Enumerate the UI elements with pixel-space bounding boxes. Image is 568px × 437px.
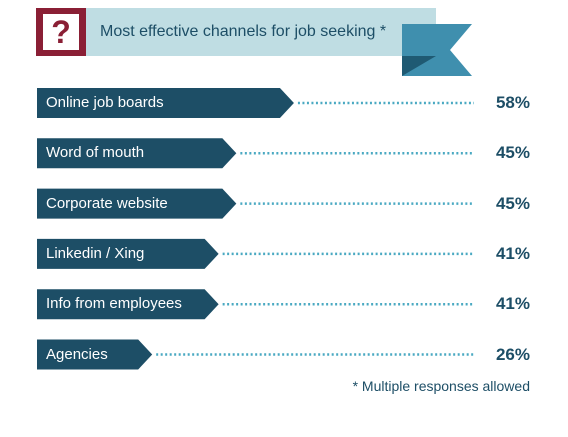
bar-label-3: Linkedin / Xing [46,244,145,262]
bar-2 [37,188,237,219]
bar-value-2: 45% [495,193,530,213]
bar-value-3: 41% [495,243,530,263]
bar-value-4: 41% [495,294,530,314]
bar-5 [37,339,153,370]
footnote: * Multiple responses allowed [352,378,530,394]
header-banner [36,8,436,56]
question-mark-icon: ? [51,14,71,50]
bar-1 [37,138,237,169]
bar-value-1: 45% [495,143,530,163]
bar-label-2: Corporate website [46,194,168,212]
bar-label-1: Word of mouth [46,144,145,162]
bar-label-0: Online job boards [46,94,164,111]
bar-value-0: 58% [495,93,530,112]
chart-title: Most effective channels for job seeking … [100,23,387,40]
bar-label-5: Agencies [46,345,108,363]
bar-0 [37,88,294,118]
bar-3 [37,238,219,269]
question-mark-icon-box: ? [36,8,86,56]
bar-label-4: Info from employees [46,295,182,313]
icon-inner: ? [43,14,79,50]
header-ribbon-tail [402,24,472,76]
bar-4 [37,289,219,320]
bar-value-5: 26% [495,344,530,364]
